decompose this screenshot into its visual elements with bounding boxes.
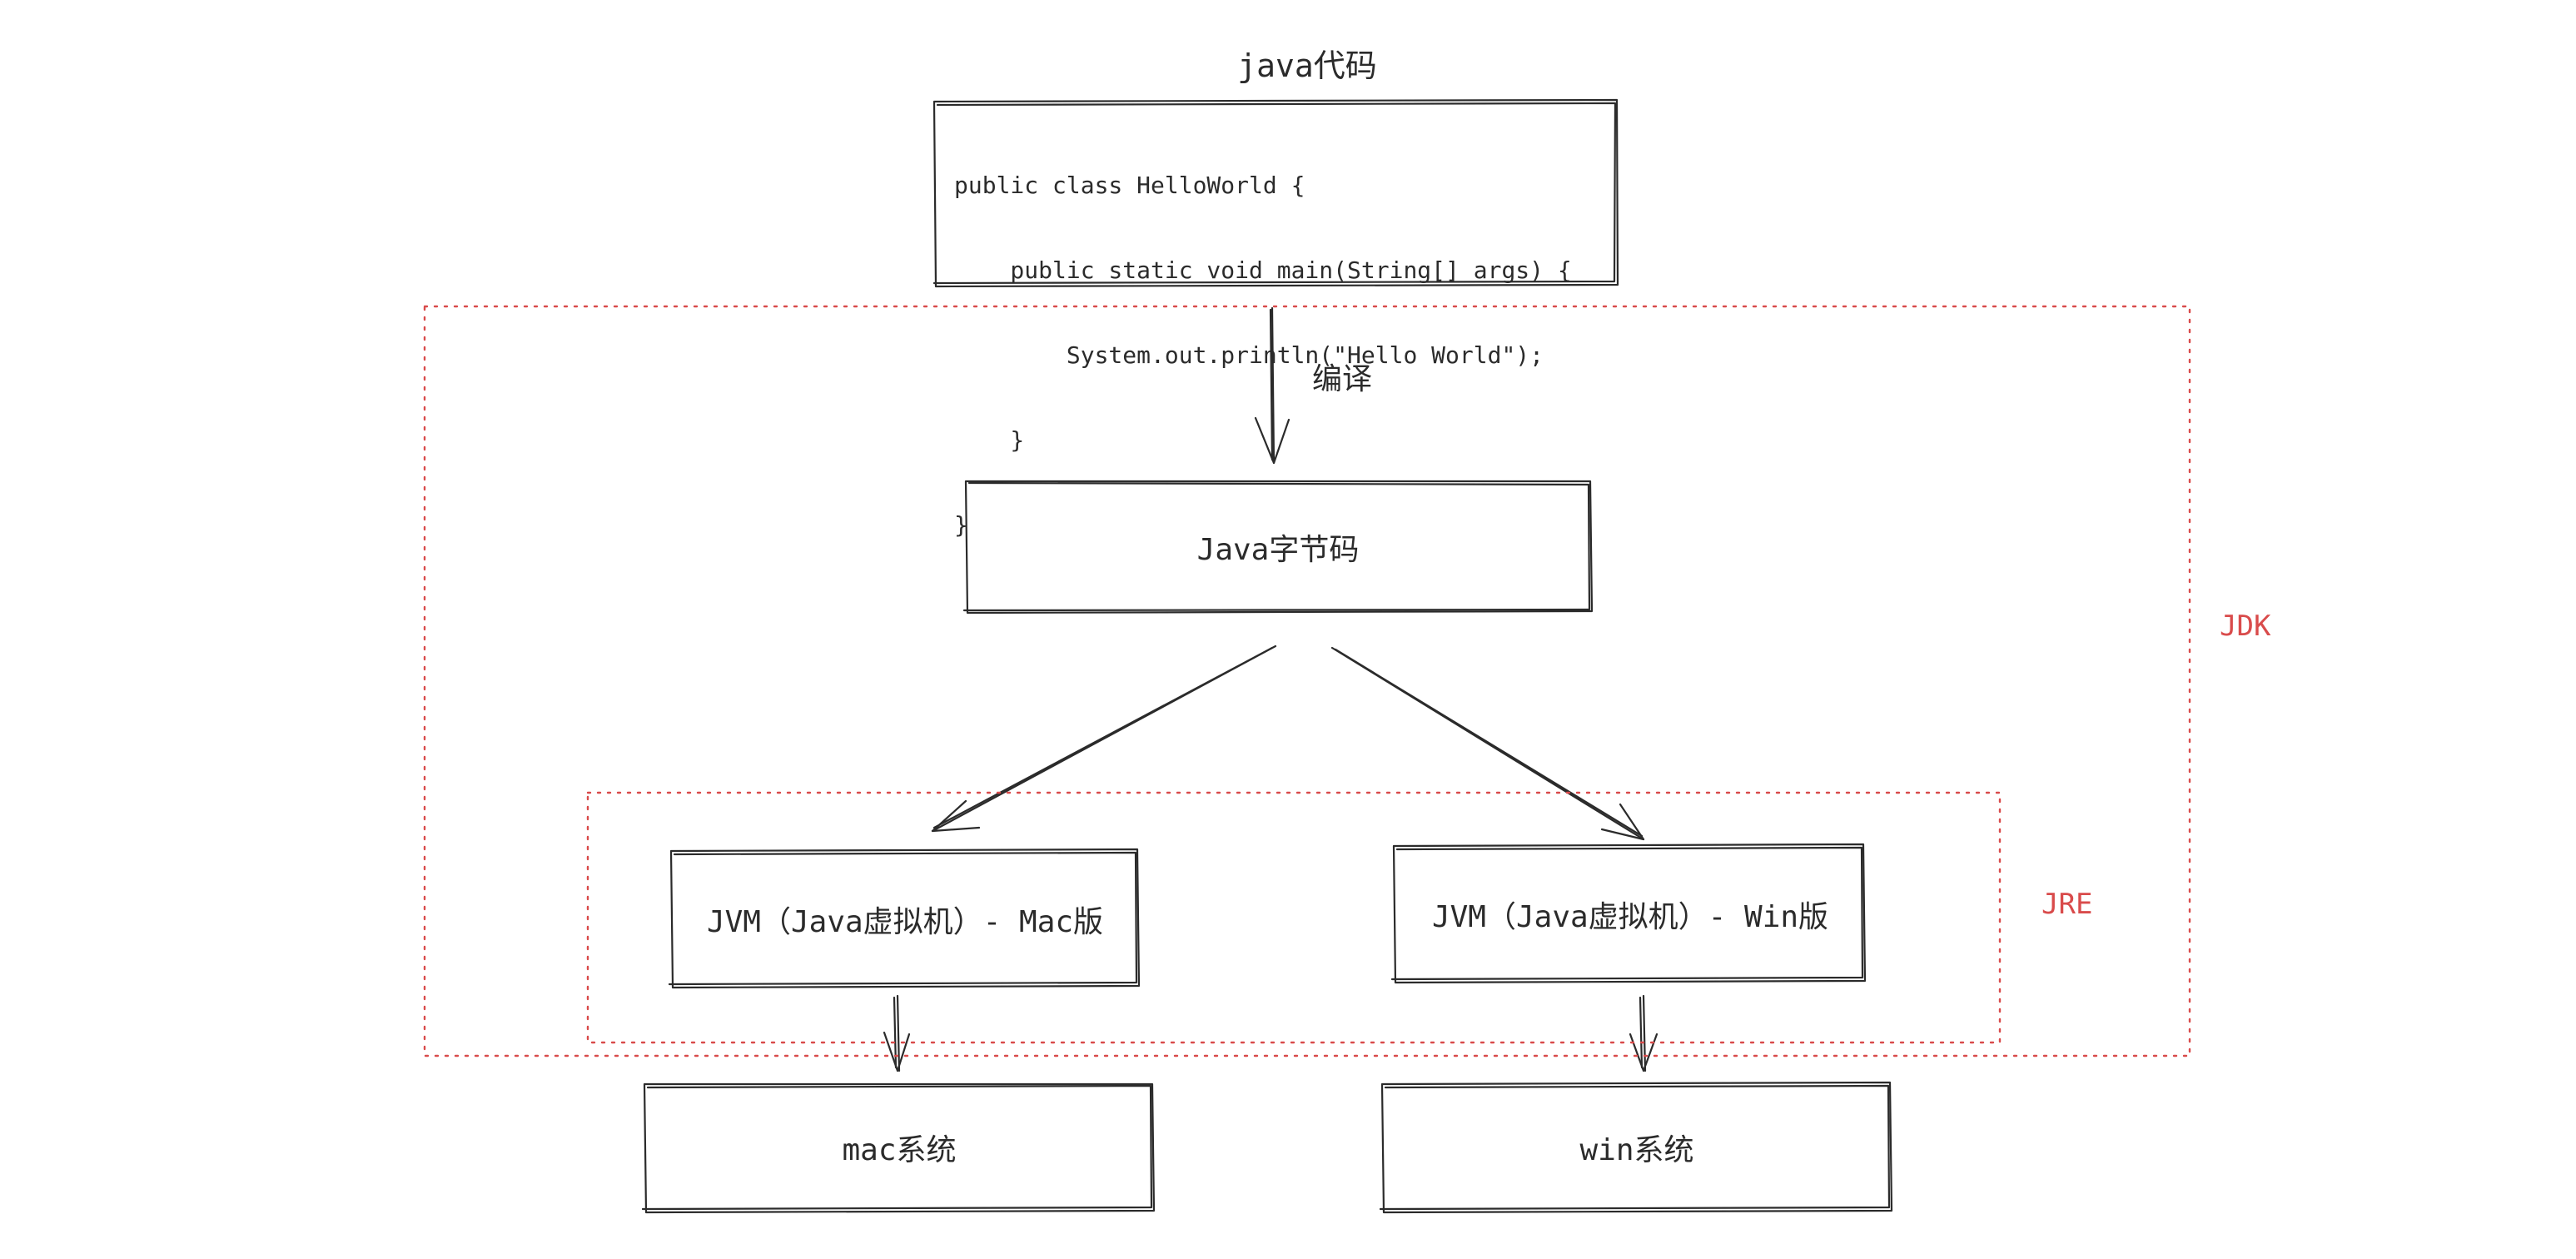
code-line: } bbox=[954, 426, 1025, 454]
jdk-region bbox=[423, 305, 2191, 1057]
compile-arrow bbox=[1254, 306, 1290, 465]
bytecode-to-jvm-mac-arrow bbox=[931, 644, 1277, 833]
jvm-mac-box bbox=[668, 848, 1141, 989]
jvm-mac-label: JVM（Java虚拟机）- Mac版 bbox=[706, 905, 1104, 939]
jvm-win-to-win-arrow bbox=[1629, 994, 1658, 1072]
compile-label: 编译 bbox=[1312, 362, 1373, 396]
jvm-win-label: JVM（Java虚拟机）- Win版 bbox=[1431, 900, 1829, 934]
win-system-label: win系统 bbox=[1579, 1133, 1694, 1167]
jre-label: JRE bbox=[2041, 888, 2093, 921]
code-section-title: java代码 bbox=[1237, 47, 1377, 84]
code-snippet: public class HelloWorld { public static … bbox=[954, 115, 1572, 568]
win-system-box bbox=[1379, 1081, 1893, 1214]
bytecode-to-jvm-win-arrow bbox=[1330, 646, 1645, 841]
code-line: public static void main(String[] args) { bbox=[954, 256, 1572, 284]
code-line: public class HelloWorld { bbox=[954, 172, 1305, 199]
mac-system-box bbox=[641, 1082, 1156, 1214]
bytecode-label: Java字节码 bbox=[1196, 533, 1360, 567]
jre-region bbox=[586, 791, 2002, 1044]
jdk-label: JDK bbox=[2220, 610, 2271, 643]
code-box bbox=[932, 98, 1619, 288]
code-line: } bbox=[954, 511, 968, 539]
jvm-win-box bbox=[1390, 843, 1867, 984]
jvm-mac-to-mac-arrow bbox=[883, 994, 911, 1072]
mac-system-label: mac系统 bbox=[842, 1133, 957, 1167]
code-line: System.out.println("Hello World"); bbox=[954, 341, 1544, 369]
bytecode-box bbox=[962, 480, 1594, 615]
